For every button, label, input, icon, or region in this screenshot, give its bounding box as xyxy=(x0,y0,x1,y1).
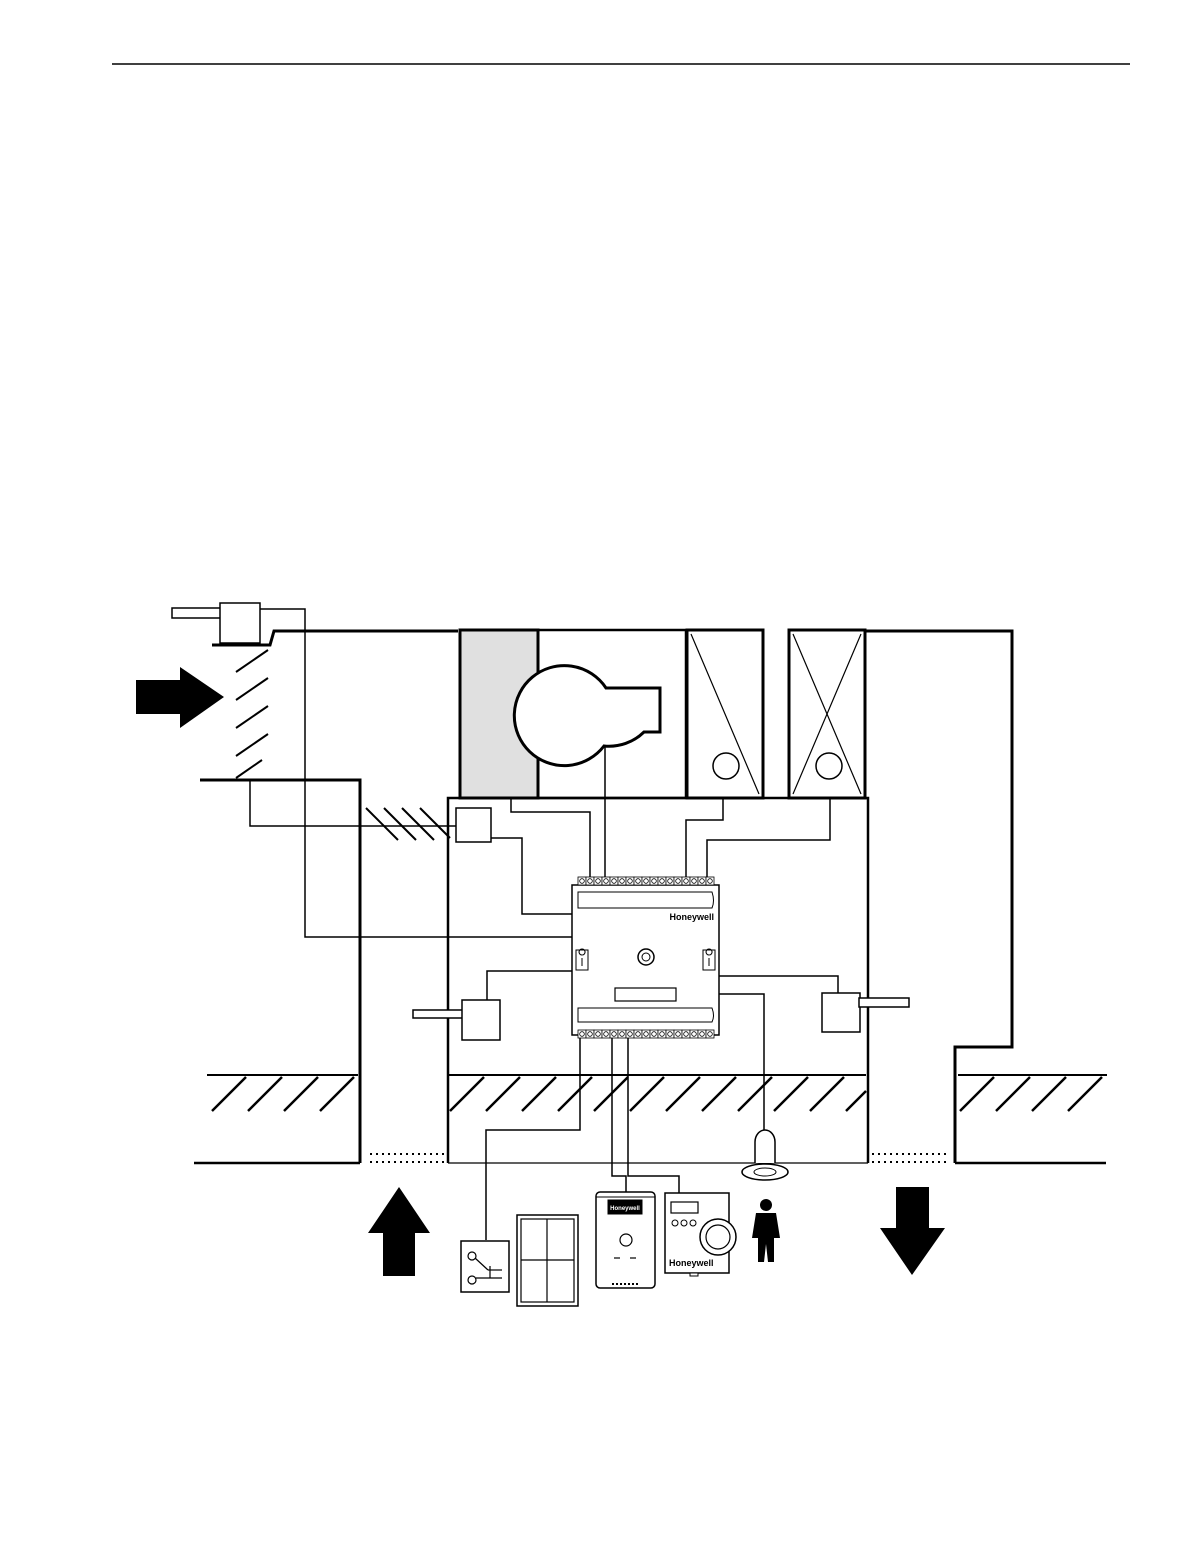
cooling-coil-icon xyxy=(789,630,865,798)
top-terminal-screw xyxy=(620,879,625,884)
controller-brand: Honeywell xyxy=(669,912,714,922)
top-terminal-screw xyxy=(596,879,601,884)
bottom-terminal-screw xyxy=(580,1032,585,1037)
controller: Honeywell xyxy=(572,877,719,1038)
blower-fan-icon xyxy=(514,666,660,766)
return-air-damper-icon xyxy=(366,808,450,840)
terminal-block-top xyxy=(578,877,714,885)
bottom-terminal-screw xyxy=(708,1032,713,1037)
top-terminal-screw xyxy=(652,879,657,884)
controller-label-window xyxy=(615,988,676,1001)
bottom-terminal-screw xyxy=(628,1032,633,1037)
bottom-terminal-screw xyxy=(684,1032,689,1037)
wall-module-large: Honeywell xyxy=(596,1192,655,1288)
bottom-terminal-screw xyxy=(700,1032,705,1037)
outdoor-air-sensor xyxy=(172,603,260,643)
outdoor-air-arrow xyxy=(136,667,224,728)
bottom-terminal-screw xyxy=(652,1032,657,1037)
top-terminal-screw xyxy=(612,879,617,884)
bottom-terminal-screw xyxy=(588,1032,593,1037)
top-terminal-screw xyxy=(644,879,649,884)
bottom-terminal-screw xyxy=(692,1032,697,1037)
heating-coil-icon xyxy=(687,630,763,798)
top-terminal-screw xyxy=(684,879,689,884)
bottom-terminal-screw xyxy=(676,1032,681,1037)
top-terminal-screw xyxy=(700,879,705,884)
person-icon xyxy=(752,1199,780,1262)
bottom-terminal-screw xyxy=(596,1032,601,1037)
top-terminal-screw xyxy=(692,879,697,884)
controller-led-inner xyxy=(642,953,650,961)
room-air-intake-arrow xyxy=(368,1187,430,1276)
window-icon xyxy=(517,1215,578,1306)
top-terminal-screw xyxy=(668,879,673,884)
top-terminal-screw xyxy=(628,879,633,884)
wall-module-large-brand: Honeywell xyxy=(610,1206,640,1212)
bottom-terminal-screw xyxy=(644,1032,649,1037)
discharge-duct xyxy=(866,631,1012,1163)
top-terminal-screw xyxy=(660,879,665,884)
bottom-terminal-screw xyxy=(604,1032,609,1037)
top-terminal-screw xyxy=(580,879,585,884)
top-terminal-screw xyxy=(636,879,641,884)
top-terminal-screw xyxy=(604,879,609,884)
top-terminal-screw xyxy=(708,879,713,884)
damper-actuator xyxy=(456,808,491,842)
discharge-air-arrow xyxy=(880,1187,945,1275)
window-contact-icon xyxy=(461,1241,509,1292)
terminal-block-bottom xyxy=(578,1030,714,1038)
bottom-terminal-screw xyxy=(660,1032,665,1037)
bottom-terminal-screw xyxy=(620,1032,625,1037)
top-terminal-screw xyxy=(676,879,681,884)
wall-module-small: Honeywell xyxy=(665,1193,736,1276)
top-terminal-screw xyxy=(588,879,593,884)
bottom-terminal-screw xyxy=(636,1032,641,1037)
outdoor-air-damper-icon xyxy=(236,650,268,778)
occupancy-sensor-icon xyxy=(742,1130,788,1180)
discharge-air-sensor xyxy=(822,993,909,1032)
wall-module-small-brand: Honeywell xyxy=(669,1258,714,1268)
return-air-sensor xyxy=(413,1000,500,1040)
floor-slab xyxy=(194,1075,1107,1163)
bottom-terminal-screw xyxy=(612,1032,617,1037)
bottom-terminal-screw xyxy=(668,1032,673,1037)
